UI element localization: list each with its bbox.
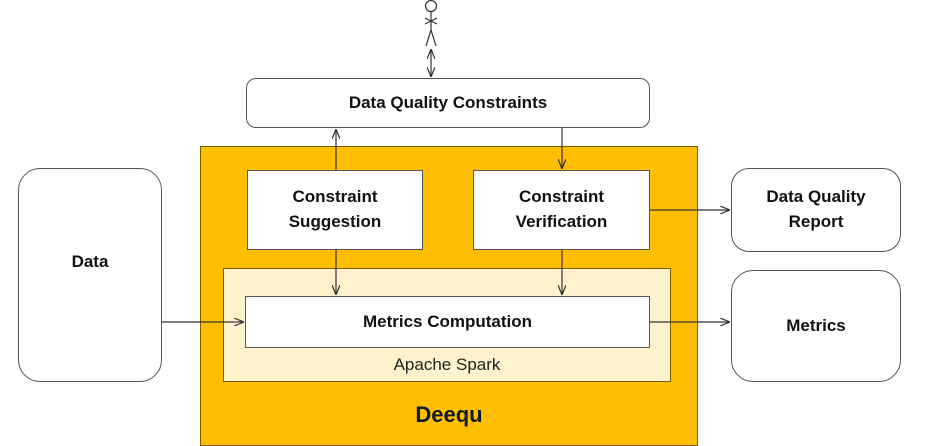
- data-quality-report-line1: Data Quality: [766, 187, 866, 207]
- data-quality-report-line2: Report: [788, 212, 844, 231]
- constraint-verification-line1: Constraint: [519, 187, 604, 207]
- constraint-suggestion-line1: Constraint: [292, 187, 378, 207]
- data-quality-constraints-box: Data Quality Constraints: [246, 78, 650, 128]
- constraint-verification-box: Constraint Verification: [473, 170, 650, 250]
- data-quality-constraints-label: Data Quality Constraints: [348, 92, 548, 112]
- metrics-box: Metrics: [731, 270, 901, 382]
- metrics-computation-label: Metrics Computation: [362, 311, 533, 331]
- constraint-verification-line2: Verification: [515, 212, 608, 231]
- constraint-suggestion-line2: Suggestion: [288, 212, 382, 231]
- metrics-computation-box: Metrics Computation: [245, 296, 650, 348]
- user-icon: [424, 0, 438, 47]
- connector-layer: [162, 0, 926, 432]
- deequ-label: Deequ: [415, 402, 483, 427]
- data-label: Data: [71, 251, 109, 271]
- constraint-suggestion-box: Constraint Suggestion: [247, 170, 423, 250]
- metrics-label: Metrics: [786, 315, 846, 335]
- apache-spark-label: Apache Spark: [393, 355, 501, 374]
- data-box: Data: [18, 168, 162, 382]
- data-quality-report-box: Data Quality Report: [731, 168, 901, 252]
